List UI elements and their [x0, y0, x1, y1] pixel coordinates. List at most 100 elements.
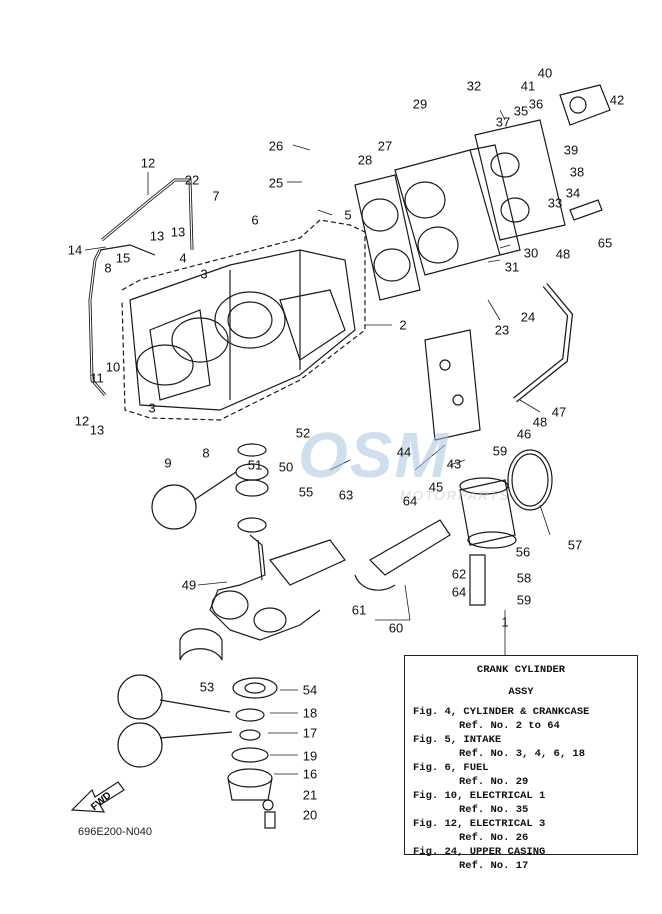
callout-43: 43	[446, 456, 462, 472]
thermostat-cover	[559, 84, 611, 126]
callout-54: 54	[302, 682, 318, 698]
callout-48-top: 48	[555, 246, 571, 262]
connecting-rod	[369, 519, 451, 576]
oil-seal-housing-16	[227, 768, 273, 801]
hose-12	[101, 178, 194, 251]
callout-13-right: 13	[170, 224, 186, 240]
callout-8-upper: 8	[104, 260, 112, 276]
bearing-54	[232, 677, 278, 699]
callout-19: 19	[302, 748, 318, 764]
ref-fig-4: Fig. 4, CYLINDER & CRANKCASE	[413, 706, 590, 718]
callout-39: 39	[563, 142, 579, 158]
ref-no-6: Ref. No. 29	[459, 776, 529, 788]
callout-42: 42	[609, 92, 625, 108]
diagram-part-number: 696E200-N040	[78, 826, 153, 838]
callout-24: 24	[520, 309, 536, 325]
cylinder-head	[394, 144, 521, 276]
callout-1: 1	[501, 614, 509, 630]
callout-15: 15	[115, 250, 131, 266]
callout-13-left: 13	[149, 228, 165, 244]
callout-2: 2	[399, 317, 407, 333]
callout-33: 33	[547, 195, 563, 211]
callout-4: 4	[179, 250, 187, 266]
ref-no-4: Ref. No. 2 to 64	[459, 720, 560, 732]
callout-9: 9	[164, 455, 172, 471]
callout-50: 50	[278, 459, 294, 475]
callout-61: 61	[351, 602, 367, 618]
callout-62: 62	[451, 566, 467, 582]
washer-21	[262, 799, 274, 811]
callout-21: 21	[302, 787, 318, 803]
bearing-53	[179, 628, 223, 661]
callout-17: 17	[302, 725, 318, 741]
callout-44: 44	[396, 444, 412, 460]
callout-29: 29	[412, 96, 428, 112]
ref-no-10: Ref. No. 35	[459, 804, 529, 816]
callout-12-bottom: 12	[74, 413, 90, 429]
callout-63: 63	[338, 487, 354, 503]
callout-12-top: 12	[140, 155, 156, 171]
ref-no-5: Ref. No. 3, 4, 6, 18	[459, 748, 586, 760]
callout-31: 31	[504, 259, 520, 275]
ref-fig-5: Fig. 5, INTAKE	[413, 734, 502, 746]
callout-13-bottom: 13	[89, 422, 105, 438]
seal-17	[239, 729, 261, 741]
callout-5: 5	[344, 207, 352, 223]
callout-53: 53	[199, 679, 215, 695]
seal-18	[235, 708, 265, 722]
callout-64-top: 64	[402, 493, 418, 509]
callout-6: 6	[251, 212, 259, 228]
callout-38: 38	[569, 164, 585, 180]
head-cover	[474, 119, 566, 241]
callout-37: 37	[495, 114, 511, 130]
ref-no-12: Ref. No. 26	[459, 832, 529, 844]
bolt-20	[264, 811, 276, 829]
callout-8-lower: 8	[202, 445, 210, 461]
info-subtitle: ASSY	[508, 686, 534, 698]
ref-fig-6: Fig. 6, FUEL	[413, 762, 489, 774]
callout-10: 10	[105, 359, 121, 375]
ref-fig-12: Fig. 12, ELECTRICAL 3	[413, 818, 546, 830]
callout-25: 25	[268, 175, 284, 191]
spark-plug	[569, 199, 603, 221]
callout-64-bottom: 64	[451, 584, 467, 600]
callout-51: 51	[247, 457, 263, 473]
bearing-55	[237, 517, 267, 533]
callout-46: 46	[516, 426, 532, 442]
fwd-arrow	[70, 781, 125, 813]
piston-pin	[469, 554, 486, 606]
info-title: CRANK CYLINDER	[476, 664, 566, 676]
callout-35: 35	[513, 103, 529, 119]
o-ring-52	[237, 443, 267, 457]
callout-45: 45	[428, 479, 444, 495]
callout-28: 28	[357, 152, 373, 168]
callout-16: 16	[302, 766, 318, 782]
callout-41: 41	[520, 78, 536, 94]
callout-59-top: 59	[492, 443, 508, 459]
callout-52: 52	[295, 425, 311, 441]
ref-fig-24: Fig. 24, UPPER CASING	[413, 846, 546, 858]
callout-23: 23	[494, 322, 510, 338]
callout-59-bottom: 59	[516, 592, 532, 608]
assembly-info-box: CRANK CYLINDER ASSY Fig. 4, CYLINDER & C…	[404, 655, 638, 872]
callout-56: 56	[515, 544, 531, 560]
piston-rings-57	[507, 449, 553, 511]
callout-18: 18	[302, 705, 318, 721]
callout-57: 57	[567, 537, 583, 553]
callout-40: 40	[537, 65, 553, 81]
callout-14: 14	[67, 242, 83, 258]
crankshaft	[209, 534, 346, 641]
callout-36: 36	[528, 96, 544, 112]
detail-circle-2	[117, 674, 163, 720]
callout-26: 26	[268, 138, 284, 154]
callout-27: 27	[377, 138, 393, 154]
callout-30: 30	[523, 245, 539, 261]
callout-3-lower: 3	[148, 400, 156, 416]
callout-60: 60	[388, 620, 404, 636]
crankcase-block	[121, 219, 366, 421]
callout-55: 55	[298, 484, 314, 500]
callout-3-upper: 3	[200, 266, 208, 282]
callout-65: 65	[597, 235, 613, 251]
ref-fig-10: Fig. 10, ELECTRICAL 1	[413, 790, 546, 802]
